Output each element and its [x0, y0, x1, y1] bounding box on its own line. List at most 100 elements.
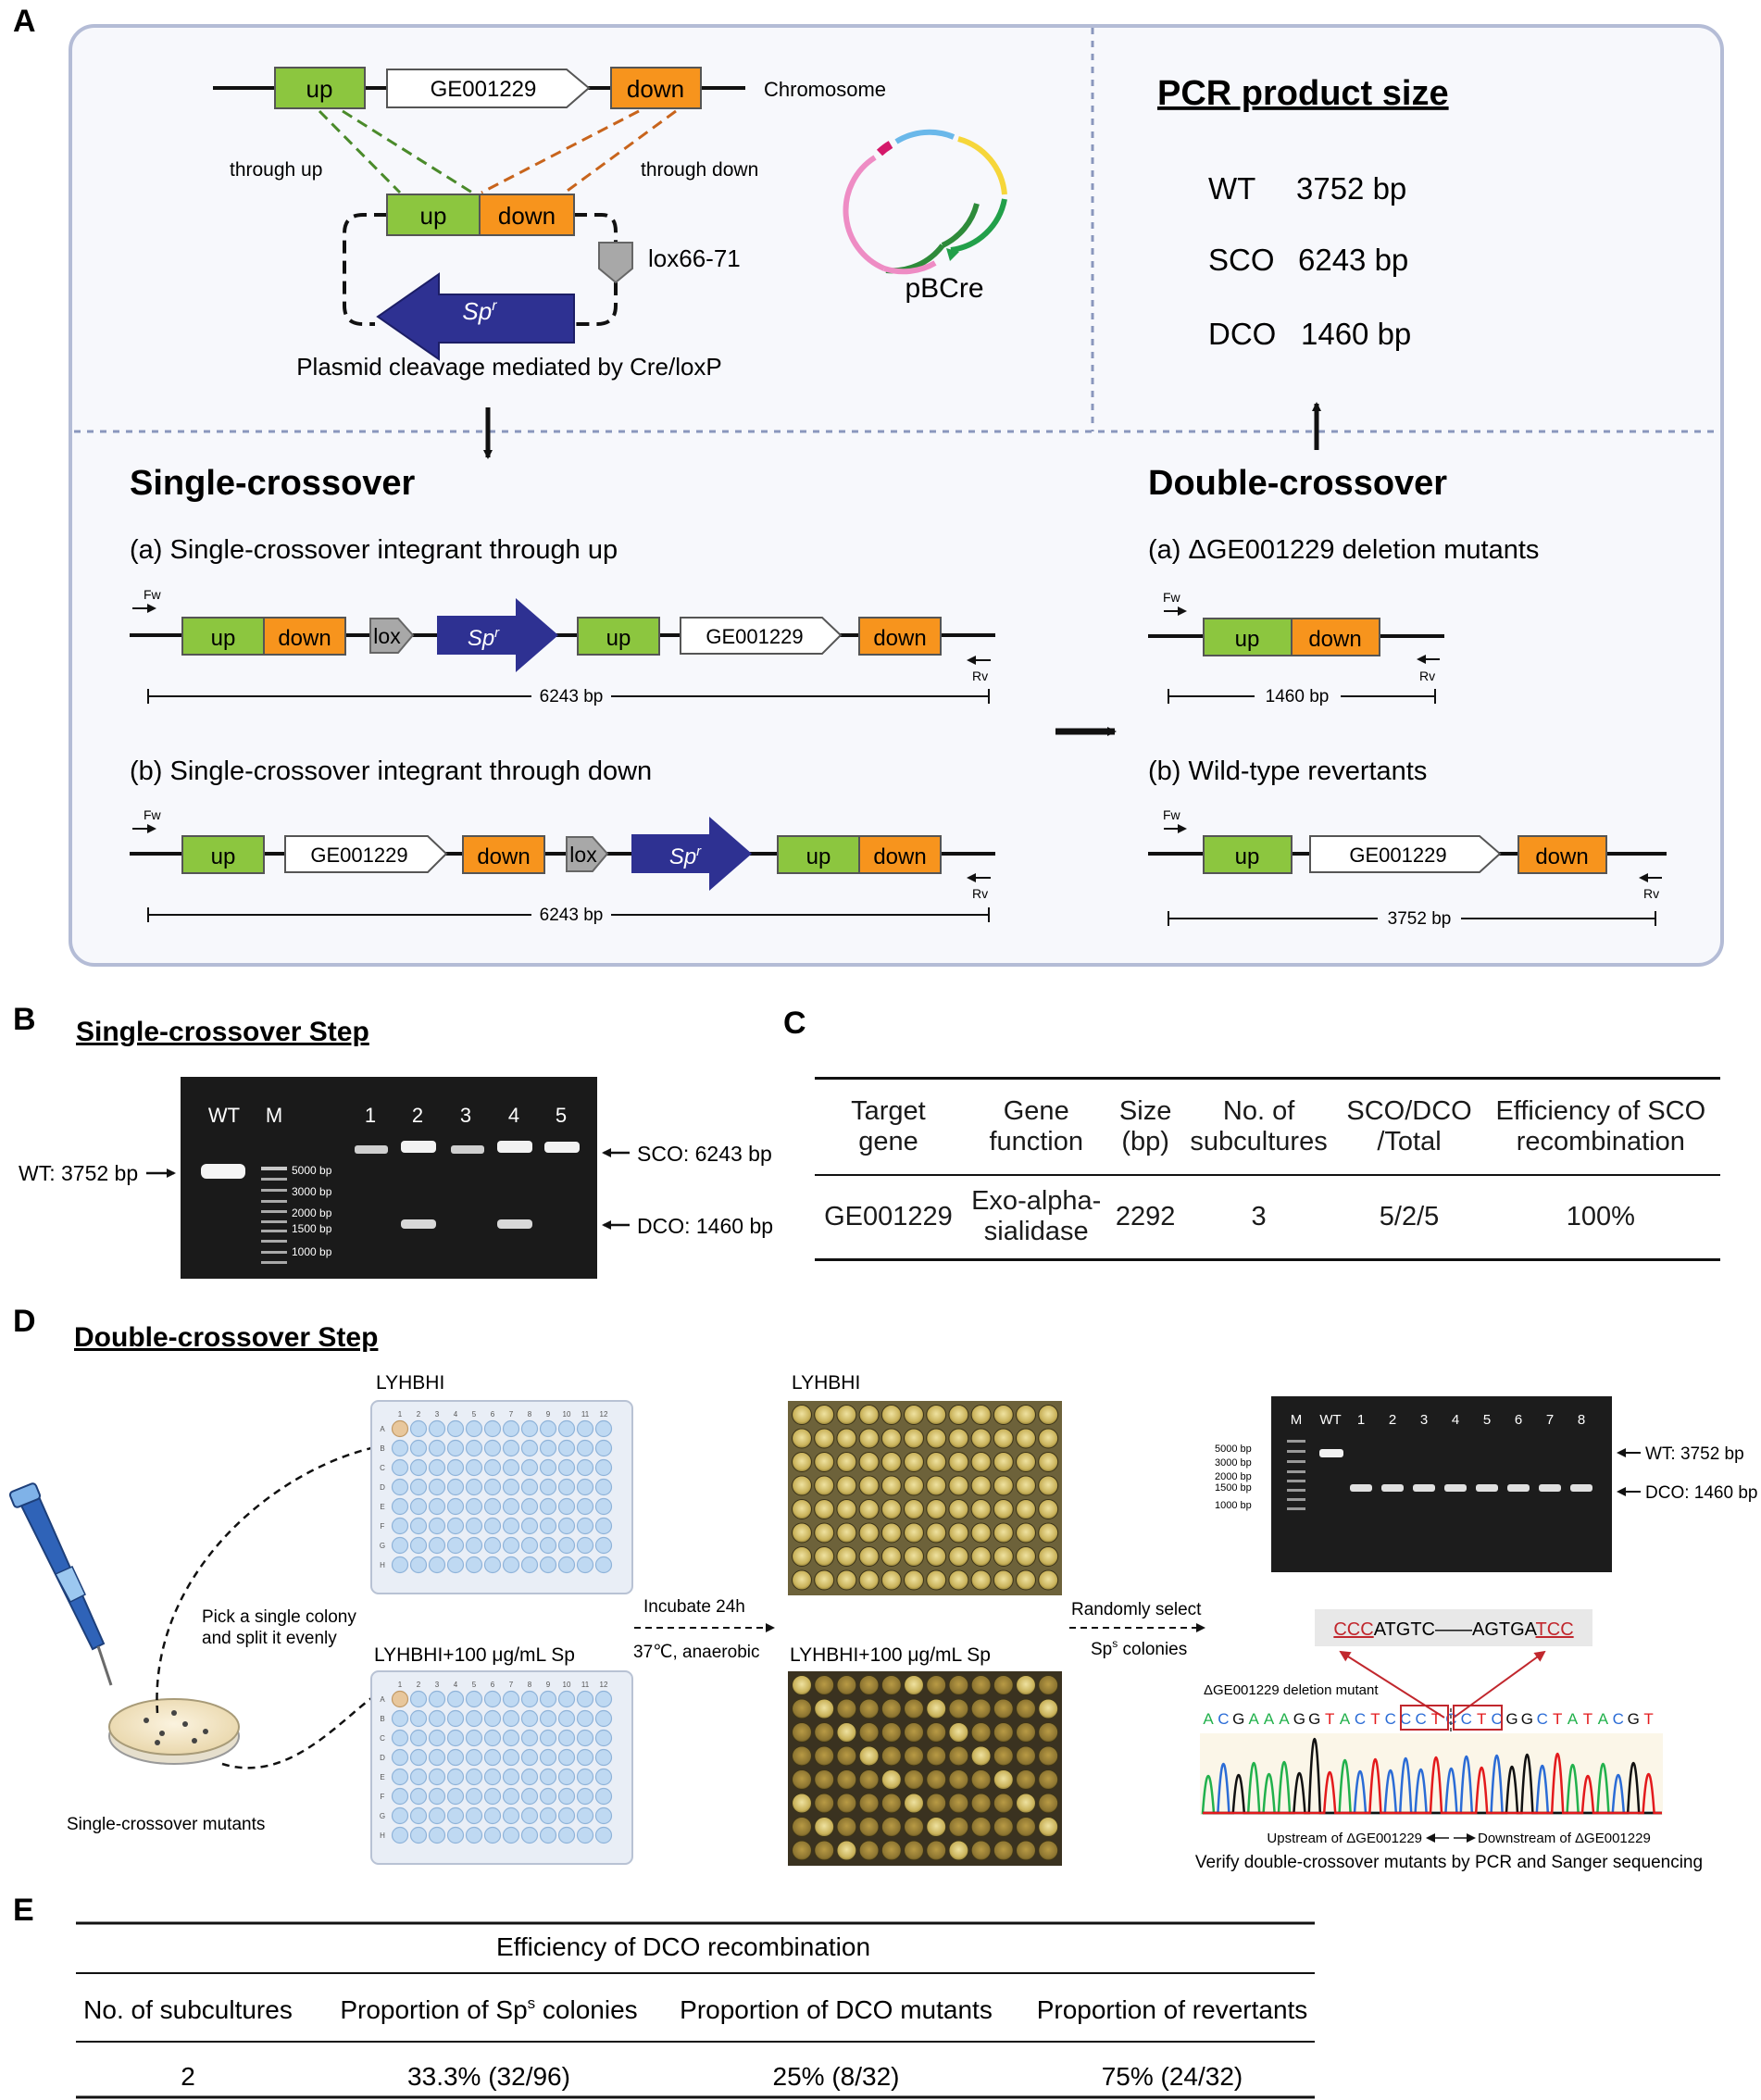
plate-well [428, 1806, 446, 1825]
photo-well [880, 1817, 902, 1837]
photo-well [836, 1405, 857, 1425]
plate-col-label: 6 [491, 1681, 495, 1689]
plate-row-label: H [380, 1561, 385, 1569]
photo-well [926, 1698, 947, 1719]
plate-well [409, 1729, 428, 1747]
photo-well [792, 1769, 812, 1790]
pbcre-label: pBCre [905, 273, 983, 304]
svg-text:Rv: Rv [972, 669, 988, 683]
seq-highlight-2 [1453, 1705, 1503, 1731]
plate-well [557, 1748, 576, 1767]
plate-col-label: 2 [417, 1410, 421, 1419]
plate-well [465, 1768, 483, 1786]
svg-text:GE001229: GE001229 [706, 625, 803, 648]
pcr-dco-size: 1460 bp [1301, 317, 1411, 351]
photo-well [970, 1405, 992, 1425]
chromosome-down: down [627, 75, 684, 103]
seq-box-text: CCCATGTC——AGTGATCC [1333, 1619, 1573, 1640]
photo-well [970, 1546, 992, 1567]
sequence-base: G [1628, 1710, 1640, 1728]
c-cell-subcultures: 3 [1251, 1201, 1267, 1231]
c-cell-ratio: 5/2/5 [1379, 1201, 1440, 1231]
select-1: Randomly select [1071, 1600, 1202, 1619]
plate-row-label: E [380, 1503, 384, 1511]
photo-well [858, 1793, 880, 1814]
gel-b: WT M 1 2 3 4 5 5000 bp 3000 bp 2000 bp 1… [181, 1077, 597, 1279]
pick-text-2: and split it evenly [202, 1629, 337, 1648]
plate-well [594, 1768, 613, 1786]
photo-well [880, 1522, 902, 1544]
plate-well [594, 1729, 613, 1747]
photo-well [814, 1522, 835, 1544]
pcr-sco-label: SCO [1208, 243, 1275, 277]
photo-well [970, 1428, 992, 1449]
plate-well [428, 1497, 446, 1516]
e-cell-4: 75% (24/32) [1102, 2062, 1243, 2091]
plate-row-label: F [381, 1522, 385, 1531]
plate-well [520, 1419, 539, 1438]
plate-well [391, 1748, 409, 1767]
plate-well [483, 1556, 502, 1574]
photo-well [858, 1840, 880, 1861]
photo-well [970, 1698, 992, 1719]
plate-well [446, 1709, 465, 1728]
svg-text:3000 bp: 3000 bp [292, 1185, 332, 1198]
chromatogram [1200, 1733, 1663, 1815]
plate-col-label: 4 [454, 1410, 458, 1419]
photo-well [904, 1452, 924, 1472]
gel-d: M WT 1 2 3 4 5 6 7 8 [1271, 1396, 1612, 1572]
photo-well [993, 1817, 1014, 1837]
plate-well [391, 1787, 409, 1806]
photo-well [880, 1769, 902, 1790]
plate-well [428, 1536, 446, 1555]
panel-letter-c: C [783, 1006, 806, 1041]
photo-well [993, 1569, 1014, 1591]
photo-well [858, 1722, 880, 1743]
plate-well [520, 1787, 539, 1806]
plate-col-label: 8 [528, 1410, 532, 1419]
photo-well [1038, 1546, 1059, 1567]
photo-well [904, 1522, 924, 1544]
photo-well [904, 1405, 924, 1425]
plate-well [428, 1748, 446, 1767]
photo-well [926, 1428, 947, 1449]
plate-well [465, 1787, 483, 1806]
photo-well [836, 1522, 857, 1544]
plate-well [502, 1826, 520, 1844]
plate-well [502, 1806, 520, 1825]
svg-text:Fw: Fw [144, 807, 162, 822]
plate-well [520, 1709, 539, 1728]
photo-well [993, 1405, 1014, 1425]
plate-well [428, 1419, 446, 1438]
photo-well [814, 1569, 835, 1591]
sequence-base: T [1370, 1710, 1380, 1728]
photo-well [858, 1569, 880, 1591]
photo-well [836, 1546, 857, 1567]
photo-well [1016, 1452, 1036, 1472]
svg-text:5: 5 [1483, 1412, 1491, 1428]
photo-well [792, 1452, 812, 1472]
gel-d-ladder-5000: 5000 bp [1215, 1444, 1252, 1455]
plate-col-label: 3 [435, 1681, 440, 1689]
photo-well [814, 1428, 835, 1449]
plate-well [483, 1690, 502, 1708]
plate-well [483, 1729, 502, 1747]
plate-well [576, 1419, 594, 1438]
photo-well [904, 1546, 924, 1567]
plate-well [557, 1826, 576, 1844]
photo-well [880, 1840, 902, 1861]
photo-well [904, 1793, 924, 1814]
plate-well [557, 1439, 576, 1457]
plate-row-label: F [381, 1793, 385, 1801]
photo-well [970, 1675, 992, 1695]
sequence-base: C [1400, 1710, 1411, 1728]
svg-text:3: 3 [460, 1104, 471, 1127]
svg-text:Rv: Rv [972, 886, 988, 901]
plate-well [391, 1806, 409, 1825]
photo-well [814, 1769, 835, 1790]
photo-well [1016, 1745, 1036, 1767]
svg-text:5000 bp: 5000 bp [292, 1164, 332, 1177]
photo-well [836, 1569, 857, 1591]
plate-well [446, 1806, 465, 1825]
plate-well [391, 1497, 409, 1516]
